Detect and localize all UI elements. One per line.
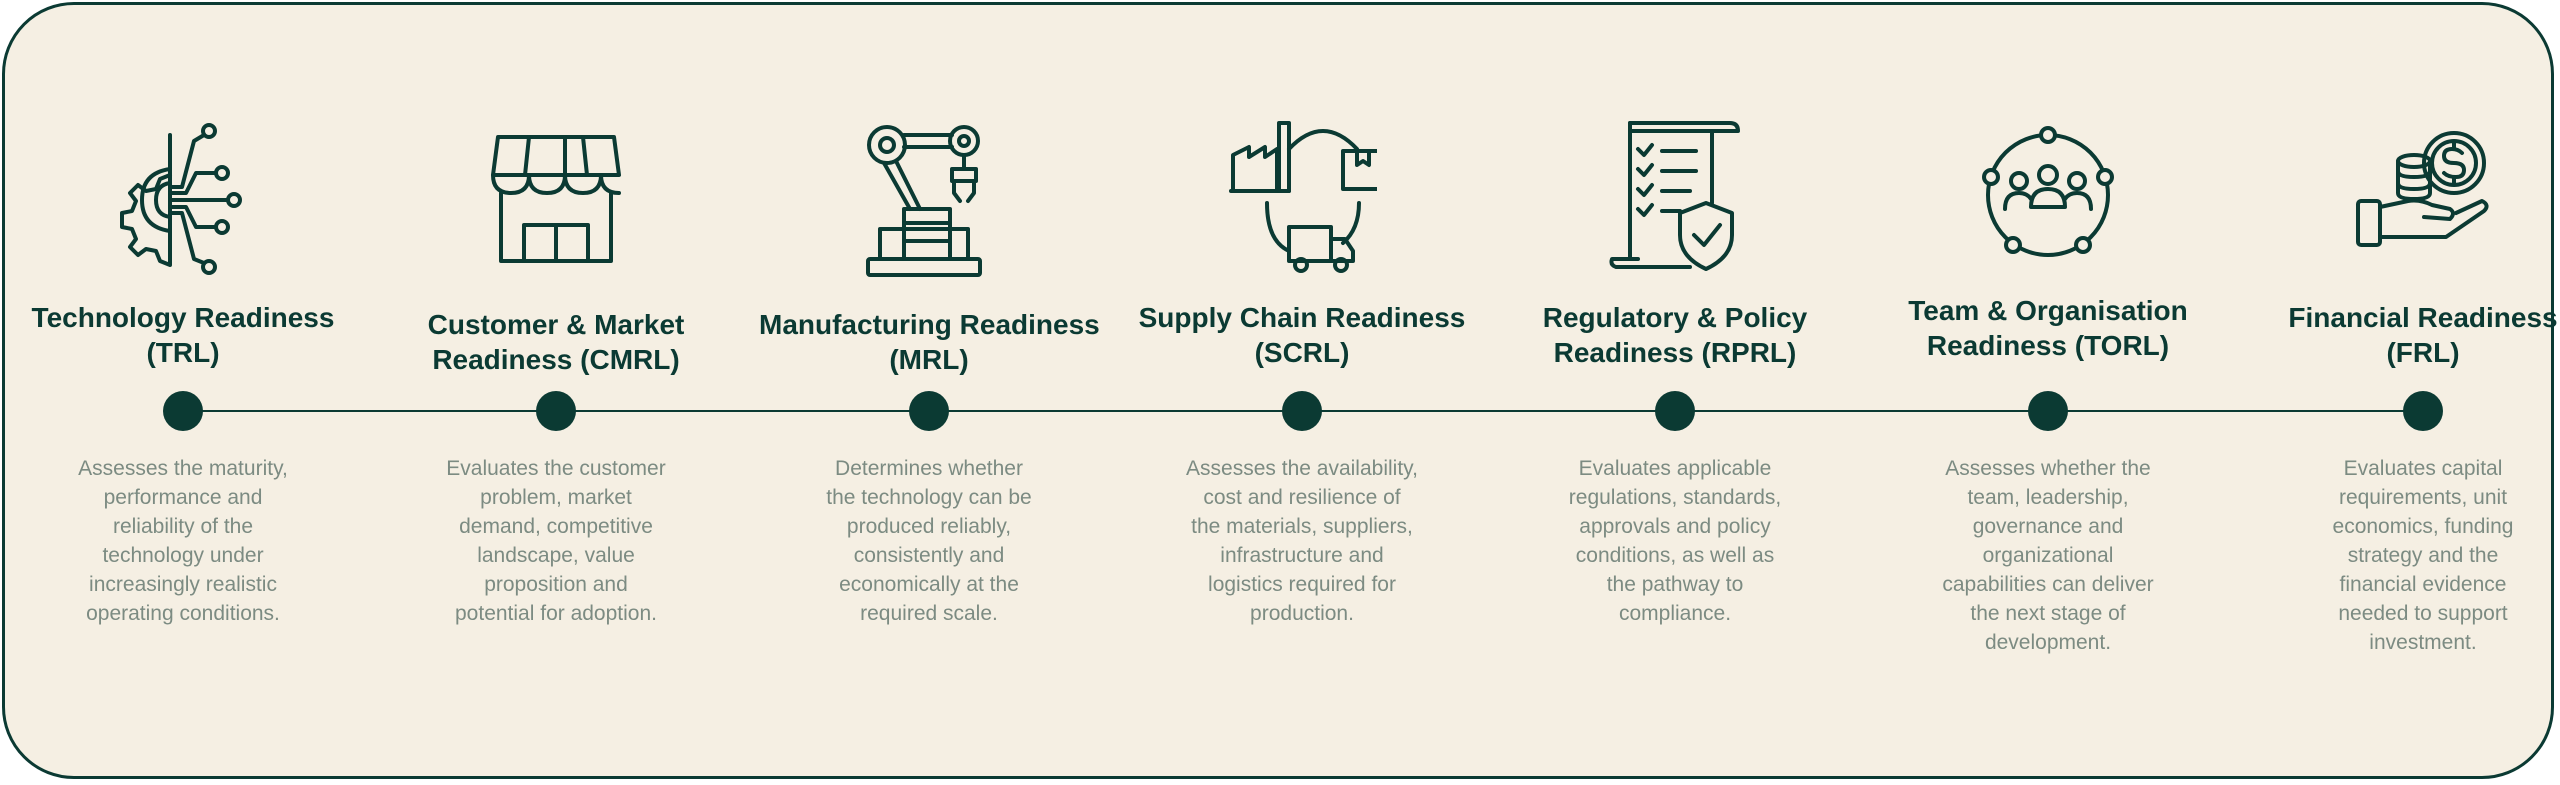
stage-description: Evaluates applicable regulations, standa… xyxy=(1568,457,1782,625)
timeline-node xyxy=(2403,391,2443,431)
stage-frl: Financial Readiness (FRL) Evaluates capi… xyxy=(2273,5,2560,776)
team-network-icon xyxy=(1973,113,2123,278)
stage-mrl: Manufacturing Readiness (MRL) Determines… xyxy=(759,5,1100,776)
stage-description: Evaluates the customer problem, market d… xyxy=(446,457,666,625)
stage-torl: Team & Organisation Readiness (TORL) Ass… xyxy=(1898,5,2198,776)
stage-title: Customer & Market Readiness (CMRL) xyxy=(427,309,685,375)
stage-description: Assesses whether the team, leadership, g… xyxy=(1942,457,2154,654)
stage-title: Regulatory & Policy Readiness (RPRL) xyxy=(1542,302,1808,368)
robotic-arm-icon xyxy=(854,113,1004,278)
stage-description: Determines whether the technology can be… xyxy=(826,457,1032,625)
timeline-node xyxy=(909,391,949,431)
stage-trl: Technology Readiness (TRL) Assesses the … xyxy=(32,5,334,776)
stage-description: Evaluates capital requirements, unit eco… xyxy=(2332,457,2514,654)
stage-scrl: Supply Chain Readiness (SCRL) Assesses t… xyxy=(1139,5,1465,776)
stage-title: Team & Organisation Readiness (TORL) xyxy=(1908,295,2188,361)
stage-title: Manufacturing Readiness (MRL) xyxy=(759,309,1100,375)
timeline-node xyxy=(2028,391,2068,431)
storefront-icon xyxy=(481,113,631,278)
timeline-node xyxy=(163,391,203,431)
hand-coins-icon xyxy=(2348,113,2498,278)
stage-title: Technology Readiness (TRL) xyxy=(31,302,335,368)
timeline-node xyxy=(1282,391,1322,431)
stage-cmrl: Customer & Market Readiness (CMRL) Evalu… xyxy=(406,5,706,776)
checklist-shield-icon xyxy=(1600,113,1750,278)
supply-chain-cycle-icon xyxy=(1227,113,1377,278)
stage-description: Assesses the availability, cost and resi… xyxy=(1186,457,1418,625)
timeline-node xyxy=(536,391,576,431)
timeline-node xyxy=(1655,391,1695,431)
stage-title: Supply Chain Readiness (SCRL) xyxy=(1138,302,1466,368)
stage-description: Assesses the maturity, performance and r… xyxy=(78,457,288,625)
stage-title: Financial Readiness (FRL) xyxy=(2288,302,2558,368)
gear-circuit-icon xyxy=(108,113,258,278)
stage-rprl: Regulatory & Policy Readiness (RPRL) Eva… xyxy=(1525,5,1825,776)
